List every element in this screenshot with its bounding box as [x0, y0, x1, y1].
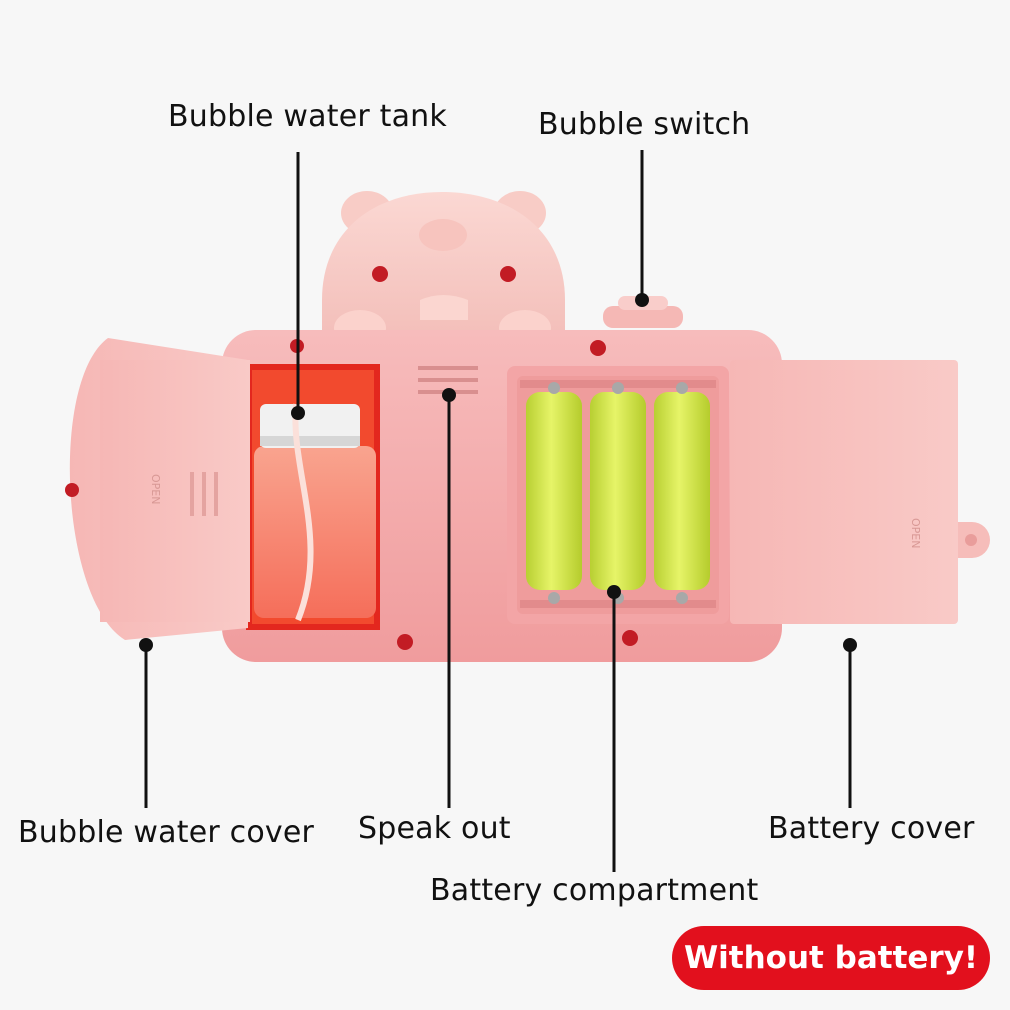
without-battery-badge: Without battery! — [672, 926, 990, 990]
pig-head — [322, 191, 565, 346]
label-bubble-switch: Bubble switch — [538, 107, 751, 142]
bubble-water-cover: OPEN — [65, 338, 250, 640]
open-marking-right: OPEN — [909, 518, 922, 548]
open-marking-left: OPEN — [149, 474, 162, 504]
water-tank-compartment — [246, 364, 380, 630]
battery-cover: OPEN — [730, 360, 990, 624]
label-bubble-water-tank: Bubble water tank — [168, 99, 447, 134]
label-battery-cover: Battery cover — [768, 811, 975, 846]
label-bubble-water-cover: Bubble water cover — [18, 815, 315, 850]
callout-lines — [144, 150, 852, 872]
label-speak-out: Speak out — [358, 811, 511, 846]
callout-dots — [139, 293, 857, 652]
battery-compartment — [507, 366, 729, 624]
label-battery-compartment: Battery compartment — [430, 873, 759, 908]
